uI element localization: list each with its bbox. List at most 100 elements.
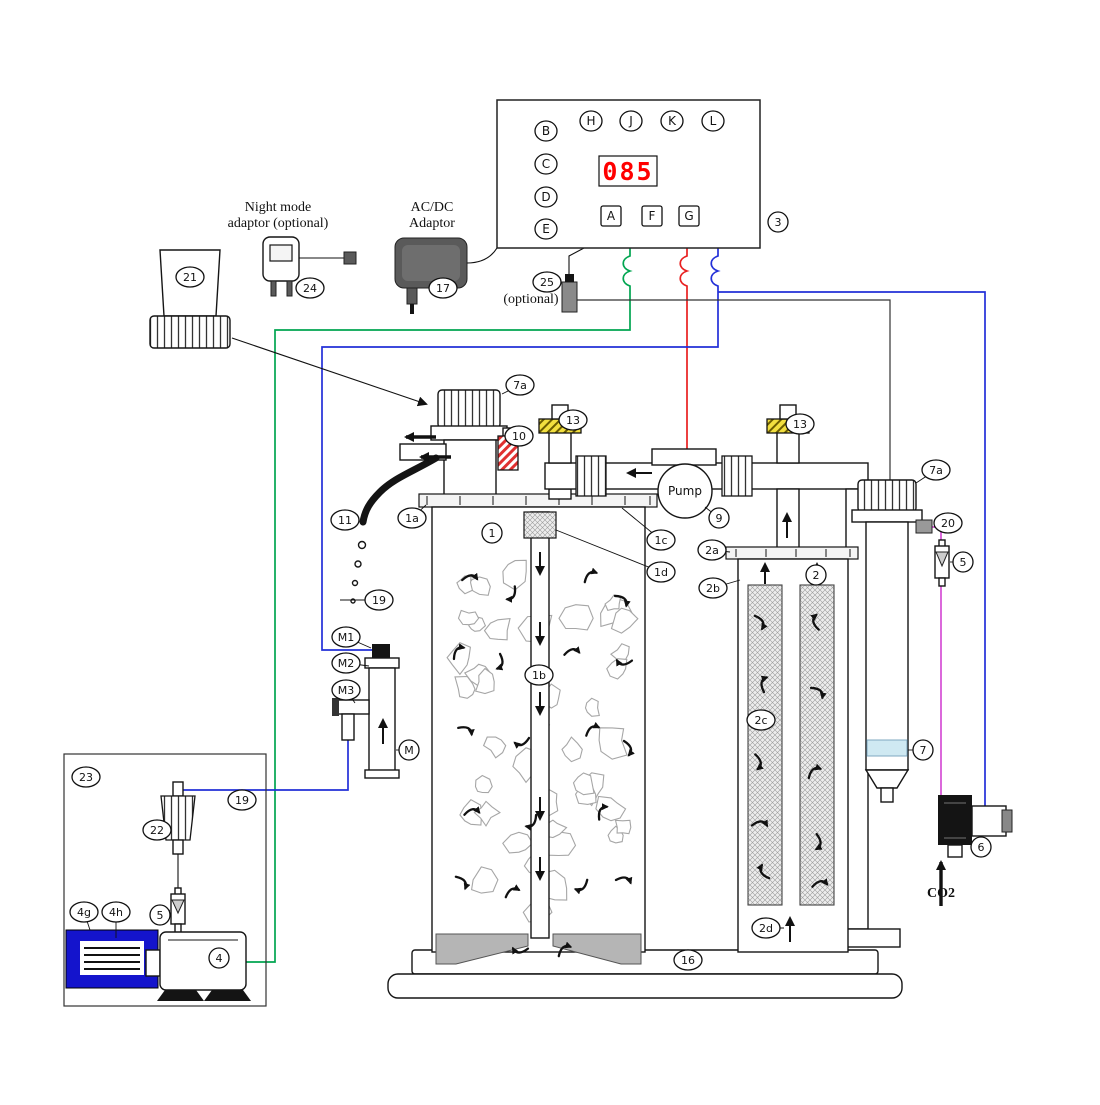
probe-tip [880,787,894,803]
cylinder-7 [851,479,933,803]
media-chunk [598,727,628,760]
button-B[interactable]: B [534,120,558,142]
media-chunk [561,736,583,763]
optional-sensor-25 [561,247,585,313]
callout-5: 5 [950,551,974,573]
button-E[interactable]: E [534,218,558,240]
cylinder-cap-7a [857,479,917,513]
svg-text:E: E [542,222,550,236]
svg-text:C: C [542,157,550,171]
vessel-cap-7a [437,389,501,429]
button-F[interactable]: F [641,205,663,227]
blue-co2-solenoid-wire [718,291,986,806]
co2-solenoid-6: CO2 [927,795,1013,901]
svg-text:F: F [649,209,656,223]
svg-text:B: B [542,124,550,138]
button-L[interactable]: L [701,110,725,132]
sight-band [866,739,908,757]
callout-7: 7 [908,739,934,761]
svg-text:19: 19 [372,594,386,607]
callout-5: 5 [149,904,171,926]
callout-13: 13 [785,413,815,435]
callout-20: 20 [933,512,963,534]
callout-3: 3 [767,211,789,233]
media-chunk [584,697,600,717]
callout-4h: 4h [101,901,131,938]
chamber2-lid-2a [725,546,859,560]
svg-text:J: J [628,114,633,128]
button-H[interactable]: H [579,110,603,132]
callout-24: 24 [295,277,325,299]
cap-placement-arrow [231,337,428,407]
button-A[interactable]: A [600,205,622,227]
media-column-right [799,584,835,906]
button-D[interactable]: D [534,186,558,208]
callout-11: 11 [330,509,360,531]
svg-text:4g: 4g [77,906,91,919]
svg-text:7: 7 [920,744,927,757]
callout-19: 19 [227,789,257,811]
media-chunk [474,667,495,695]
callout-17: 17 [428,277,458,299]
fitting-20 [915,519,933,534]
adaptor-plug-connector [343,251,357,265]
display-value: 085 [602,157,653,186]
media-chunk [459,799,483,826]
svg-text:11: 11 [338,514,352,527]
media-column-left [747,584,783,906]
svg-text:A: A [607,209,616,223]
button-K[interactable]: K [660,110,684,132]
media-chunk [614,819,632,835]
button-G[interactable]: G [678,205,700,227]
button-J[interactable]: J [619,110,643,132]
media-chunk [595,795,627,822]
callout-2: 2 [805,564,827,586]
lid-plate-1a [418,493,658,508]
svg-text:M3: M3 [338,684,355,697]
feed-pump-4 [145,931,251,1001]
night-mode-adaptor [262,236,357,297]
svg-text:21: 21 [183,271,197,284]
media-chunk [483,617,511,641]
bottom-cone-left [435,933,529,965]
pump-9 [657,463,713,519]
callout-2c: 2c [746,709,776,731]
svg-text:23: 23 [79,771,93,784]
module-plug-m1 [372,644,390,658]
reservoir-box-23 [63,753,267,1007]
callout-2d: 2d [751,917,784,939]
sensor-wire-25 [577,299,891,480]
base-platform [387,949,903,999]
media-chunk [473,800,501,827]
svg-text:22: 22 [150,824,164,837]
svg-text:16: 16 [681,954,695,967]
svg-text:2a: 2a [705,544,719,557]
svg-text:1: 1 [489,527,496,540]
callout-6: 6 [970,836,992,858]
drain-hose-11 [359,454,440,526]
callout-1a: 1a [397,504,427,529]
svg-text:13: 13 [793,418,807,431]
svg-text:19: 19 [235,794,249,807]
button-C[interactable]: C [534,153,558,175]
callout-9: 9 [704,506,730,529]
callout-21: 21 [175,266,205,288]
cylinder-body [865,521,909,771]
media-chunk [470,866,499,894]
co2-inlet-stub [947,844,963,858]
dosing-tube-19 [179,740,349,791]
module-tee [337,699,370,715]
reaction-chamber-2 [725,546,859,953]
svg-text:24: 24 [303,282,317,295]
svg-text:M1: M1 [338,631,355,644]
svg-text:5: 5 [960,556,967,569]
svg-text:2b: 2b [706,582,720,595]
callout-10: 10 [504,425,534,447]
drip [357,540,367,550]
svg-text:20: 20 [941,517,955,530]
blue-solenoid-wire [321,248,721,651]
callout-2a: 2a [697,539,731,561]
callout-4g: 4g [69,901,99,931]
